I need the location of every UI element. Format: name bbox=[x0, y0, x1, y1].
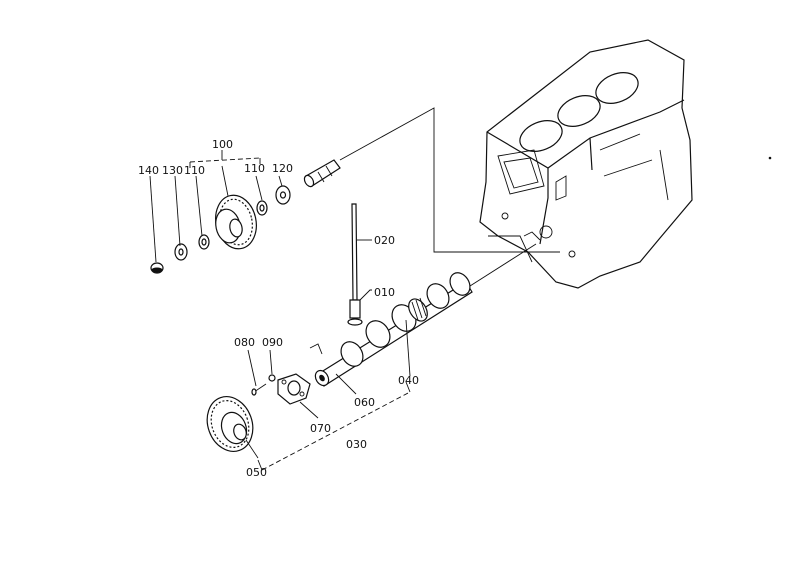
label-040: 040 bbox=[398, 374, 419, 387]
label-120: 120 bbox=[272, 162, 293, 175]
label-020: 020 bbox=[374, 234, 395, 247]
label-130: 130 bbox=[162, 164, 183, 177]
engine-block bbox=[479, 39, 772, 289]
camshaft-assembly bbox=[309, 272, 473, 395]
label-030: 030 bbox=[346, 438, 367, 451]
bracket-030 bbox=[261, 391, 411, 471]
idler-gear-assembly bbox=[149, 150, 341, 274]
label-110-lower: 110 bbox=[184, 164, 205, 177]
label-010: 010 bbox=[374, 286, 395, 299]
label-100: 100 bbox=[212, 138, 233, 151]
label-110-upper: 110 bbox=[244, 162, 265, 175]
label-060: 060 bbox=[354, 396, 375, 409]
label-050: 050 bbox=[246, 466, 267, 479]
thrust-plate-assembly bbox=[247, 349, 319, 419]
label-090: 090 bbox=[262, 336, 283, 349]
label-140: 140 bbox=[138, 164, 159, 177]
cam-gear bbox=[206, 396, 259, 459]
label-080: 080 bbox=[234, 336, 255, 349]
part-labels: 100 140 130 110 110 120 020 010 080 090 … bbox=[138, 138, 419, 479]
push-rod-assembly bbox=[347, 203, 372, 326]
label-070: 070 bbox=[310, 422, 331, 435]
guide-line-camshaft bbox=[469, 243, 537, 287]
guide-line-upper bbox=[339, 107, 560, 253]
